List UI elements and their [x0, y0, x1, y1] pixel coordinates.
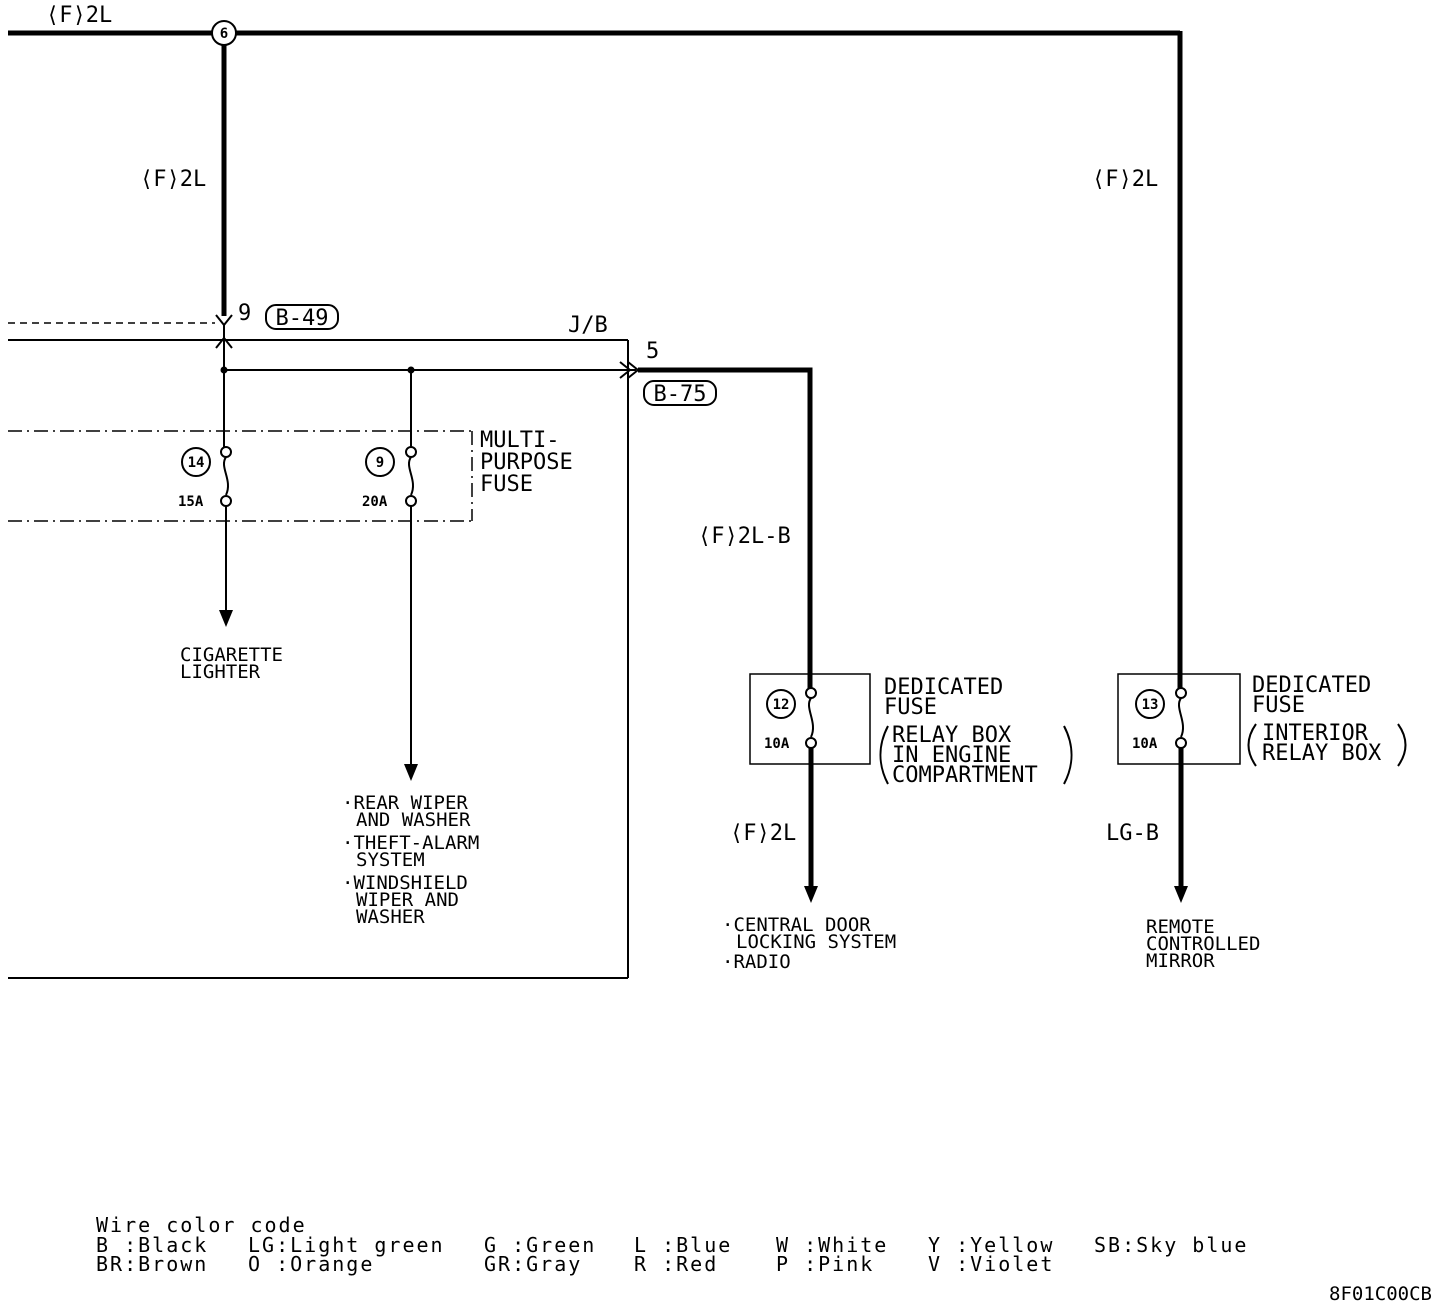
- fuse-9-element: [408, 456, 414, 496]
- right-branch-wire-label: ⟨F⟩2L: [1092, 167, 1158, 192]
- cigarette-lighter-line-2: LIGHTER: [180, 661, 261, 683]
- connector-b75: B-75: [654, 382, 707, 407]
- legend-entry: L :Blue: [634, 1233, 732, 1257]
- legend-entry: SB:Sky blue: [1094, 1233, 1248, 1257]
- fuse-9-load-line-4: SYSTEM: [356, 849, 425, 871]
- fuse-12-location-line-1: RELAY BOX: [892, 723, 1012, 748]
- fuse-13-term-bottom: [1175, 737, 1187, 749]
- fuse-9-load-line-2: AND WASHER: [356, 809, 471, 831]
- legend-entry: W :White: [776, 1233, 888, 1257]
- radio-branch-wire-out-label: ⟨F⟩2L: [730, 821, 796, 846]
- fuse-13-badge: [1135, 689, 1165, 719]
- legend-entry: LG:Light green: [248, 1233, 445, 1257]
- fuse-9-term-top: [405, 446, 417, 458]
- legend-entry: O :Orange: [248, 1252, 374, 1276]
- fuse-14-number: 14: [188, 455, 205, 471]
- fuse-14-term-bottom: [220, 495, 232, 507]
- mirror-branch-arrow: [1174, 886, 1188, 903]
- fuse-12-term-bottom: [805, 737, 817, 749]
- top-wire-label: ⟨F⟩2L: [46, 3, 112, 28]
- mirror-branch-wire-out-label: LG-B: [1106, 821, 1159, 846]
- figure-code: 8F01C00CB: [1329, 1283, 1432, 1305]
- radio-branch-wire-in-label: ⟨F⟩2L-B: [698, 524, 791, 549]
- jb-internal-arrow-up: [215, 336, 233, 349]
- fuse-12-location-paren-left: [879, 725, 889, 785]
- fuse-12-term-top: [805, 687, 817, 699]
- fuse-9-load-line-1: ·REAR WIPER: [342, 792, 468, 814]
- fuse-13-location-paren-left: [1247, 723, 1257, 767]
- cigarette-lighter-line-1: CIGARETTE: [180, 644, 283, 666]
- legend-entry: GR:Gray: [484, 1252, 582, 1276]
- fuse-9-load-line-3: ·THEFT-ALARM: [342, 832, 479, 854]
- fuse-14-badge: [181, 447, 211, 477]
- fuse-9-number: 9: [376, 455, 384, 471]
- mpf-title-line-3: FUSE: [480, 472, 533, 497]
- legend-entry: B :Black: [96, 1233, 208, 1257]
- radio-load-line-2: LOCKING SYSTEM: [736, 931, 896, 953]
- radio-load-line-3: ·RADIO: [722, 951, 791, 973]
- fuse-12-location-line-3: COMPARTMENT: [892, 763, 1038, 788]
- fuse-9-output-arrow: [404, 764, 418, 781]
- fuse-12-rating: 10A: [764, 736, 790, 752]
- jb-label: J/B: [568, 313, 608, 338]
- pin-9-connector-arrow: [215, 314, 233, 327]
- fuse-13-location-line-1: INTERIOR: [1262, 721, 1369, 746]
- fuse-13-location-paren-right: [1397, 723, 1407, 767]
- legend-row-2: BR:Brown O :Orange GR:Gray R :Red P :Pin…: [96, 1252, 1054, 1276]
- fuse-14-output-arrow: [219, 610, 233, 627]
- legend-entry: R :Red: [634, 1252, 718, 1276]
- mirror-load-line-2: CONTROLLED: [1146, 933, 1260, 955]
- fuse-9-term-bottom: [405, 495, 417, 507]
- fuse-12-location-line-2: IN ENGINE: [892, 743, 1011, 768]
- legend-entry: V :Violet: [928, 1252, 1054, 1276]
- legend-title: Wire color code: [96, 1213, 307, 1237]
- radio-branch-wire-in: [638, 367, 813, 688]
- fuse-12-title-line-1: DEDICATED: [884, 675, 1003, 700]
- fuse-14-element: [223, 456, 229, 496]
- fuse-9-load-line-5: ·WINDSHIELD: [342, 872, 468, 894]
- connector-b49-box: [265, 304, 339, 330]
- legend-entry: P :Pink: [776, 1252, 874, 1276]
- jb-in-pin: 9: [238, 301, 251, 326]
- mpf-title-line-1: MULTI-: [480, 428, 559, 453]
- mirror-load-line-1: REMOTE: [1146, 916, 1215, 938]
- junction-6-number: 6: [220, 26, 228, 42]
- jb-out-pin: 5: [646, 339, 659, 364]
- fuse-13-element: [1178, 697, 1184, 738]
- fuse-9-load-line-7: WASHER: [356, 906, 425, 928]
- legend-entry: BR:Brown: [96, 1252, 208, 1276]
- radio-branch-arrow: [804, 886, 818, 903]
- mirror-load-line-3: MIRROR: [1146, 950, 1215, 972]
- fuse-13-number: 13: [1142, 697, 1159, 713]
- fuse-14-term-top: [220, 446, 232, 458]
- legend-row-1: B :Black LG:Light green G :Green L :Blue…: [96, 1233, 1248, 1257]
- legend-entry: G :Green: [484, 1233, 596, 1257]
- fuse-12-number: 12: [773, 697, 790, 713]
- fuse-9-badge: [365, 447, 395, 477]
- pin-5-connector-arrow: [619, 361, 632, 379]
- fuse-12-title-line-2: FUSE: [884, 695, 937, 720]
- fuse-13-term-top: [1175, 687, 1187, 699]
- fuse-13-location-line-2: RELAY BOX: [1262, 741, 1382, 766]
- bus-node-left: [220, 366, 228, 374]
- fuse-13-rating: 10A: [1132, 736, 1158, 752]
- fuse-9-rating: 20A: [362, 494, 388, 510]
- fuse-13-title-line-2: FUSE: [1252, 693, 1305, 718]
- fuse-12-location-paren-right: [1063, 725, 1073, 785]
- fuse-9-load-line-6: WIPER AND: [356, 889, 459, 911]
- fuse-13-title-line-1: DEDICATED: [1252, 673, 1371, 698]
- radio-load-line-1: ·CENTRAL DOOR: [722, 914, 871, 936]
- fuse-14-rating: 15A: [178, 494, 204, 510]
- fuse-12-badge: [766, 689, 796, 719]
- mpf-title-line-2: PURPOSE: [480, 450, 573, 475]
- left-branch-wire-label: ⟨F⟩2L: [140, 167, 206, 192]
- connector-b49: B-49: [276, 306, 329, 331]
- connector-b75-box: [643, 380, 717, 406]
- legend-entry: Y :Yellow: [928, 1233, 1054, 1257]
- fuse-12-element: [808, 697, 814, 738]
